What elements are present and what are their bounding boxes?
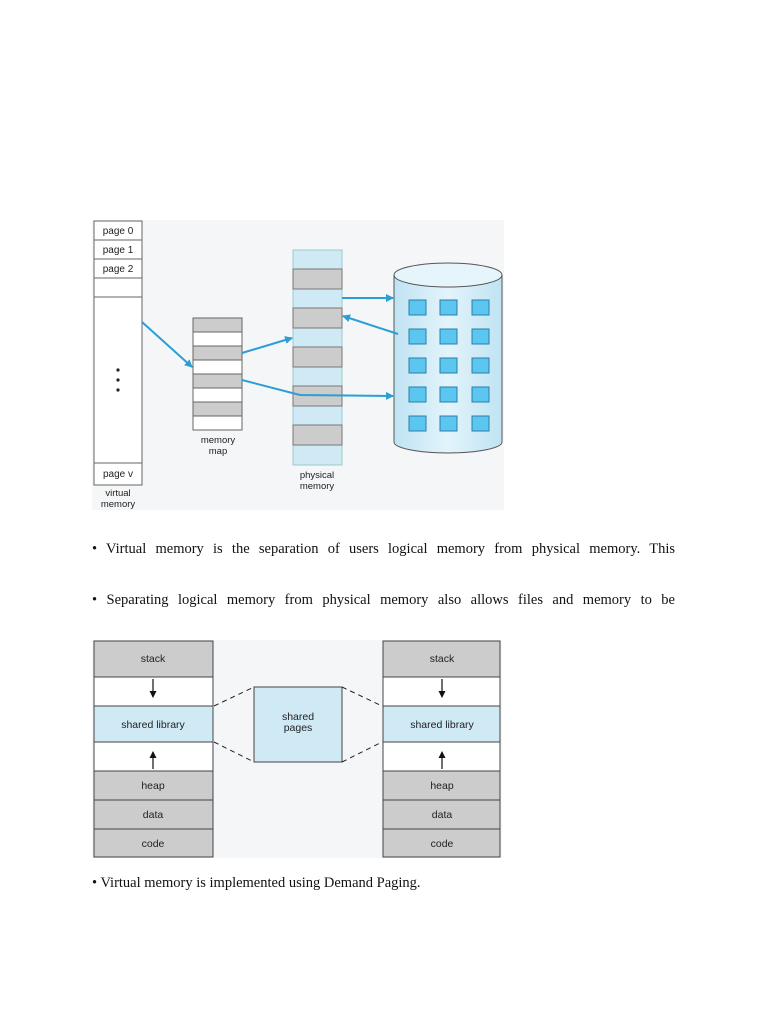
shared-pages-label-2: pages	[284, 722, 313, 734]
shared-mapping-lines	[213, 686, 383, 763]
shared-pages-box: shared pages	[253, 686, 343, 763]
left-data-label: data	[143, 809, 164, 821]
disk-block	[471, 415, 490, 432]
arrow-virtual-to-map	[141, 321, 193, 368]
disk-block	[439, 415, 458, 432]
right-data-label: data	[432, 809, 453, 821]
arrow-disk-to-physical	[342, 314, 399, 335]
disk-block	[439, 386, 458, 403]
virtual-page-v: page v	[103, 469, 133, 480]
bullet-virtual-memory-separation: • Virtual memory is the separation of us…	[92, 541, 675, 557]
right-stack-label: stack	[430, 653, 455, 665]
physical-memory-column: physical memory	[292, 249, 343, 492]
arrow-map-to-disk	[241, 379, 394, 400]
disk-cylinder	[393, 262, 503, 454]
disk-block	[471, 386, 490, 403]
disk-block	[439, 328, 458, 345]
right-shared-library-label: shared library	[410, 719, 474, 731]
disk-block	[471, 357, 490, 374]
disk-block	[408, 357, 427, 374]
memory-map-column: memory map	[192, 317, 243, 457]
virtual-memory-diagram: page 0 page 1 page 2 page v virtual memo…	[92, 220, 504, 510]
disk-block	[408, 328, 427, 345]
left-code-label: code	[142, 838, 165, 850]
virtual-memory-column: page 0 page 1 page 2 page v virtual memo…	[93, 220, 143, 510]
virtual-memory-label-1: virtual	[105, 488, 130, 499]
left-stack-label: stack	[141, 653, 166, 665]
figure2-background	[92, 640, 502, 858]
shared-pages-label-1: shared	[282, 711, 314, 723]
disk-block	[439, 299, 458, 316]
virtual-memory-label-2: memory	[101, 499, 136, 510]
physical-memory-label-2: memory	[300, 481, 335, 492]
disk-block	[439, 357, 458, 374]
memory-map-label-1: memory	[201, 435, 236, 446]
memory-map-label-2: map	[209, 446, 227, 457]
left-heap-label: heap	[141, 780, 165, 792]
right-process-address-space: stack shared library heap data code	[382, 640, 501, 858]
virtual-page-0: page 0	[103, 226, 134, 237]
left-shared-library-label: shared library	[121, 719, 185, 731]
virtual-page-1: page 1	[103, 245, 134, 256]
left-process-address-space: stack shared library heap data code	[93, 640, 214, 858]
arrow-map-to-physical	[241, 336, 293, 354]
right-heap-label: heap	[430, 780, 454, 792]
bullet-separating-logical-memory: • Separating logical memory from physica…	[92, 592, 675, 608]
disk-block	[408, 386, 427, 403]
disk-block	[471, 328, 490, 345]
mapping-arrows	[141, 294, 399, 400]
right-code-label: code	[431, 838, 454, 850]
physical-memory-label-1: physical	[300, 470, 334, 481]
ellipsis-dot	[116, 388, 120, 392]
bullet-demand-paging: • Virtual memory is implemented using De…	[92, 875, 421, 891]
disk-block	[408, 415, 427, 432]
disk-block	[408, 299, 427, 316]
ellipsis-dot	[116, 368, 120, 372]
disk-block	[471, 299, 490, 316]
virtual-page-2: page 2	[103, 264, 134, 275]
ellipsis-dot	[116, 378, 120, 382]
